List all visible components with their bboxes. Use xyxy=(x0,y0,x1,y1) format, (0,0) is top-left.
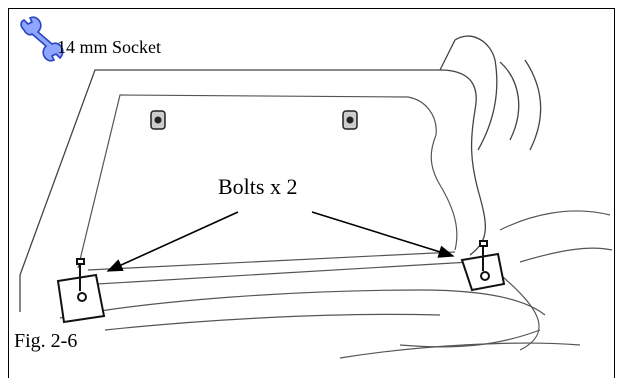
bolt-bracket-left xyxy=(56,258,106,324)
arrow-to-left-bolt xyxy=(106,211,239,272)
arrow-to-right-bolt xyxy=(311,211,455,258)
latch-right xyxy=(342,110,358,130)
seat-panel xyxy=(77,94,458,271)
wrench-icon xyxy=(20,16,64,62)
tool-label: 14 mm Socket xyxy=(57,37,161,57)
figure-border xyxy=(8,8,615,378)
latch-left xyxy=(150,110,166,130)
seat-shell xyxy=(19,35,542,312)
seat-cushion xyxy=(59,210,613,359)
bolts-callout-label: Bolts x 2 xyxy=(218,174,298,199)
callout-arrows xyxy=(106,211,455,272)
bolt-bracket-right xyxy=(460,240,506,292)
figure-caption: Fig. 2-6 xyxy=(14,330,78,352)
